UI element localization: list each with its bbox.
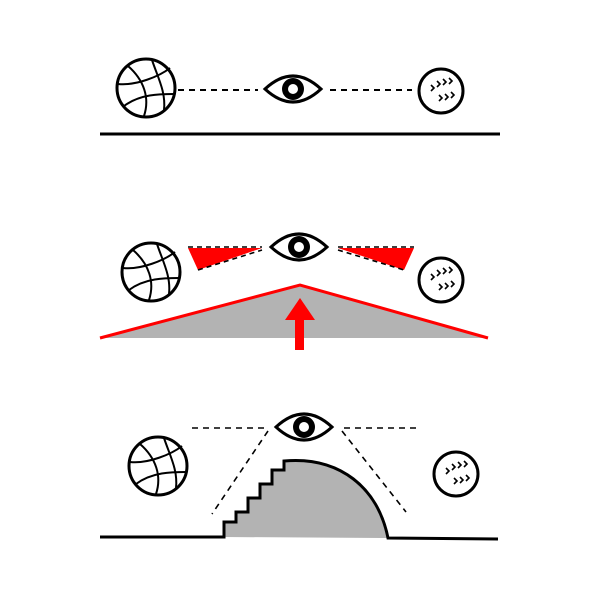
eye-icon — [274, 412, 334, 442]
basketball-icon — [120, 241, 182, 303]
sight-line-left-down — [197, 249, 263, 271]
stepped-hill — [224, 460, 388, 538]
baseball-icon — [432, 450, 480, 498]
up-arrow-icon — [285, 298, 315, 350]
panel-raised-eye — [99, 232, 489, 350]
sight-angle-wedge-left — [188, 248, 262, 270]
baseball-icon — [417, 67, 465, 115]
slope-outline — [99, 283, 489, 340]
basketball-icon — [115, 57, 177, 119]
panel-hill-obstacle — [100, 412, 499, 541]
baseball-icon — [417, 256, 465, 304]
sight-line-right-down — [337, 249, 405, 271]
eye-icon — [263, 74, 323, 104]
sight-angle-wedge-right — [338, 248, 414, 270]
sight-line-left-down — [211, 430, 269, 515]
ground-line-hill — [100, 458, 499, 541]
eye-icon — [269, 232, 329, 262]
panel-flat-ground — [100, 57, 500, 136]
basketball-icon — [127, 435, 189, 497]
